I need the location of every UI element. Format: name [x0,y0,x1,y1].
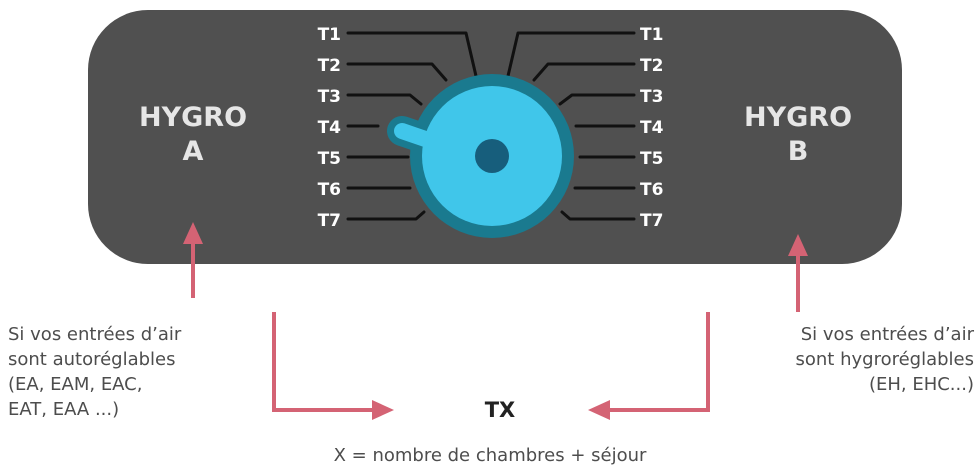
left-leader-lines [346,31,478,221]
right-leader-lines [506,31,636,221]
note-left-line-4: EAT, EAA ...) [8,399,120,420]
right-elbow-arrow [606,312,710,412]
right-leader-t2 [532,62,636,82]
left-leader-t7 [346,210,426,221]
left-up-arrowhead [183,222,203,244]
hygro-b-title: HYGRO [744,102,852,133]
hygro-b-letter: B [788,136,809,167]
left-leader-t3 [346,93,423,106]
right-tick-t5: T5 [640,149,663,169]
right-tick-t2: T2 [640,56,663,76]
right-leader-t1 [506,31,636,78]
left-tick-labels: T1 T2 T3 T4 T5 T6 T7 [318,25,342,231]
right-tick-labels: T1 T2 T3 T4 T5 T6 T7 [640,25,664,231]
note-right-line-2: sont hygroréglables [795,349,975,370]
left-leader-t1 [346,31,478,78]
note-hygroreglables: Si vos entrées d’air sont hygroréglables… [714,322,975,397]
right-leader-t7 [560,210,636,221]
right-tick-t4: T4 [640,118,664,138]
selector-knob[interactable] [387,74,574,238]
right-tick-t6: T6 [640,180,663,200]
knob-center [475,139,509,173]
note-right-line-3: (EH, EHC...) [868,374,974,395]
left-elbow-arrowhead [372,400,394,420]
knob-pointer [394,123,448,152]
hygro-a-title: HYGRO [139,102,247,133]
left-tick-t3: T3 [318,87,341,107]
tx-label: TX [484,398,516,422]
right-up-arrowhead [788,234,808,256]
hygro-a-letter: A [183,136,204,167]
left-tick-t1: T1 [318,25,341,45]
note-autoreglables: Si vos entrées d’air sont autoréglables … [8,322,248,422]
arrows [183,222,808,420]
left-elbow-arrow [272,312,376,412]
right-tick-t1: T1 [640,25,663,45]
left-tick-t7: T7 [318,211,341,231]
formula-caption: X = nombre de chambres + séjour [333,445,647,466]
left-tick-t2: T2 [318,56,341,76]
left-tick-t6: T6 [318,180,341,200]
left-tick-t5: T5 [318,149,341,169]
right-leader-t3 [558,93,636,106]
note-left-line-3: (EA, EAM, EAC, [8,374,143,395]
right-tick-t7: T7 [640,211,663,231]
note-left-line-2: sont autoréglables [8,349,176,370]
right-elbow-arrowhead [588,400,610,420]
left-leader-t2 [346,62,448,82]
left-tick-t4: T4 [318,118,342,138]
note-left-line-1: Si vos entrées d’air [8,324,182,345]
note-right-line-1: Si vos entrées d’air [800,324,974,345]
right-tick-t3: T3 [640,87,663,107]
